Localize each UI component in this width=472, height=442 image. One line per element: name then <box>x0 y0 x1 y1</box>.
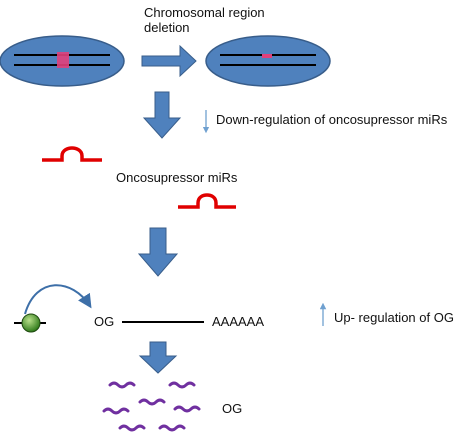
squiggle-transcript-icon <box>168 381 196 389</box>
deleted-region-marker <box>262 54 272 58</box>
squiggle-transcript-icon <box>138 398 166 406</box>
squiggle-transcript-icon <box>108 381 136 389</box>
block-arrow-icon <box>142 91 182 139</box>
og-gene-label: OG <box>94 314 115 329</box>
activation-curve-arrow-icon <box>24 284 92 315</box>
block-arrow-icon <box>138 341 178 374</box>
deletion-label-line1: Chromosomal region <box>144 5 265 20</box>
mirna-hairpin-icon <box>42 146 102 162</box>
block-arrow-icon <box>137 227 179 277</box>
poly-a-label: AAAAAA <box>212 314 265 329</box>
cell-before-deletion <box>0 35 125 87</box>
squiggle-transcript-icon <box>173 405 201 413</box>
og-product-label: OG <box>222 401 243 416</box>
og-transcripts <box>102 381 201 432</box>
deletion-label-line2: deletion <box>144 20 190 35</box>
squiggle-transcript-icon <box>118 424 146 432</box>
cell-after-deletion <box>205 35 331 87</box>
oncosupressor-label: Oncosupressor miRs <box>116 170 238 185</box>
promoter-sphere-icon <box>21 313 41 333</box>
down-regulation-label: Down-regulation of oncosupressor miRs <box>216 112 448 127</box>
block-arrow-icon <box>141 44 197 78</box>
squiggle-transcript-icon <box>158 424 186 432</box>
squiggle-transcript-icon <box>102 407 130 415</box>
up-regulation-label: Up- regulation of OG <box>334 310 454 325</box>
deleted-region-marker <box>57 52 69 68</box>
mirna-hairpin-icon <box>178 193 236 209</box>
